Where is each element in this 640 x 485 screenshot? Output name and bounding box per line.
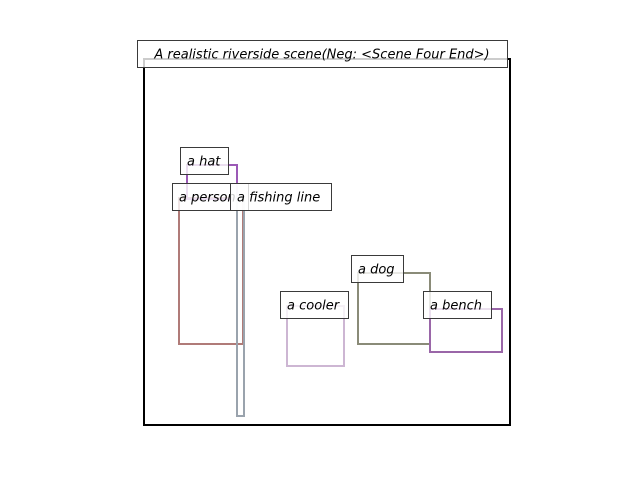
label-hat-text: a hat (187, 155, 221, 170)
label-bench-text: a bench (430, 299, 482, 314)
scene-frame (143, 58, 511, 426)
dog-box (357, 272, 431, 345)
label-cooler-text: a cooler (287, 299, 341, 314)
label-dog-text: a dog (358, 263, 395, 278)
label-cooler: a cooler (280, 291, 349, 319)
scene-caption-text: A realistic riverside scene(Neg: <Scene … (153, 48, 489, 63)
label-dog: a dog (351, 255, 404, 283)
label-fishing-line-text: a fishing line (237, 191, 320, 206)
label-bench: a bench (423, 291, 492, 319)
scene-caption: A realistic riverside scene(Neg: <Scene … (137, 40, 508, 68)
person-box (178, 197, 244, 345)
label-person-text: a person (179, 191, 236, 206)
label-hat: a hat (180, 147, 229, 175)
label-fishing-line: a fishing line (230, 183, 332, 211)
